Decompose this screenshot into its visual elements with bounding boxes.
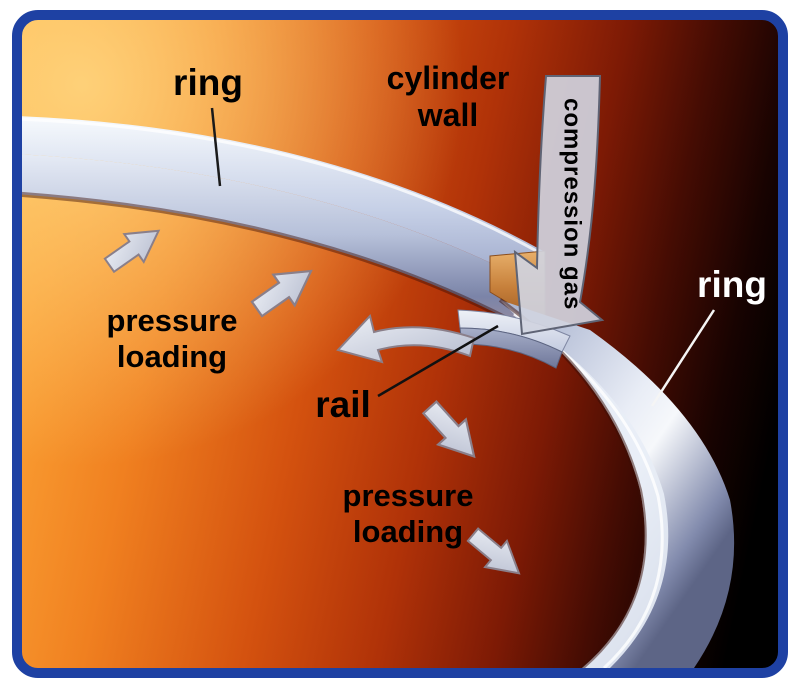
rail-piece [457, 309, 571, 369]
diagram-frame: ring cylinder wall compression gas ring … [12, 10, 788, 678]
pressure-loading-lower-line2: loading [352, 513, 464, 549]
rail-label: rail [315, 384, 371, 425]
upper-ring-shadow-edge [22, 191, 534, 335]
curved-pressure-arrow-icon [336, 313, 476, 364]
cylinder-wall-label: cylinder wall [366, 60, 530, 134]
upper-ring-top-surface [22, 116, 545, 290]
ring-top-label: ring [173, 62, 243, 103]
pressure-loading-upper-line1: pressure [106, 303, 238, 338]
pressure-arrow-lower-2-icon [466, 527, 521, 575]
cylinder-wall-label-line1: cylinder [386, 60, 510, 96]
pressure-loading-lower-line1: pressure [342, 478, 474, 513]
ring-right-leader-line [650, 309, 716, 407]
ring-top-leader-line [210, 107, 222, 187]
cylinder-wall-label-line2: wall [417, 96, 479, 133]
ring-right-label: ring [697, 264, 767, 305]
rail-leader-line [377, 324, 499, 398]
pressure-arrows [103, 229, 521, 575]
pressure-loading-upper-label: pressure loading [84, 303, 260, 374]
pressure-arrow-upper-left-2-icon [250, 269, 313, 318]
pressure-loading-lower-label: pressure loading [318, 478, 498, 549]
lower-ring-band [500, 300, 735, 668]
lower-ring-highlight [513, 312, 664, 668]
rail-front-face [459, 327, 563, 369]
upper-ring-front-face [22, 154, 545, 332]
compression-gas-arrow [513, 75, 605, 336]
pressure-loading-upper-line2: loading [116, 338, 228, 374]
pressure-arrow-upper-left-1-icon [103, 229, 161, 274]
pressure-arrow-lower-1-icon [421, 400, 476, 459]
upper-ring-highlight [22, 117, 543, 256]
piston-ring-illustration [22, 75, 735, 668]
compression-gas-label: compression gas [558, 98, 586, 311]
